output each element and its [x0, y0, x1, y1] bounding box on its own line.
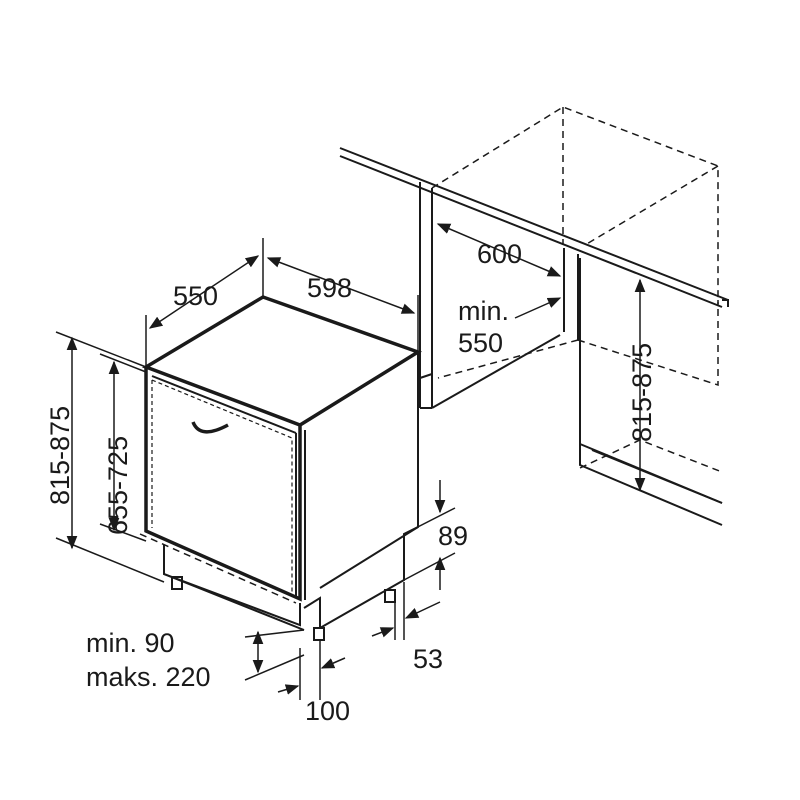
- niche-width-label: 600: [477, 239, 522, 269]
- total-height-label: 815-875: [45, 406, 75, 505]
- depth-label: 550: [173, 281, 218, 311]
- dishwasher-body: [139, 295, 423, 641]
- door-height-label: 655-725: [103, 436, 133, 535]
- plinth-gap-label: 89: [438, 521, 468, 551]
- niche-depth-label-line2: 550: [458, 328, 503, 358]
- plinth-height-label-line1: min. 90: [86, 628, 175, 658]
- plinth-height-label-line2: maks. 220: [86, 662, 211, 692]
- niche-depth-label-line1: min.: [458, 296, 509, 326]
- foot-offset-label: 53: [413, 644, 443, 674]
- plinth-depth-label: 100: [305, 696, 350, 726]
- dimension-lines: [55, 223, 646, 700]
- niche-cabinet: [339, 106, 729, 526]
- width-label: 598: [307, 273, 352, 303]
- niche-height-label: 815-875: [627, 343, 657, 442]
